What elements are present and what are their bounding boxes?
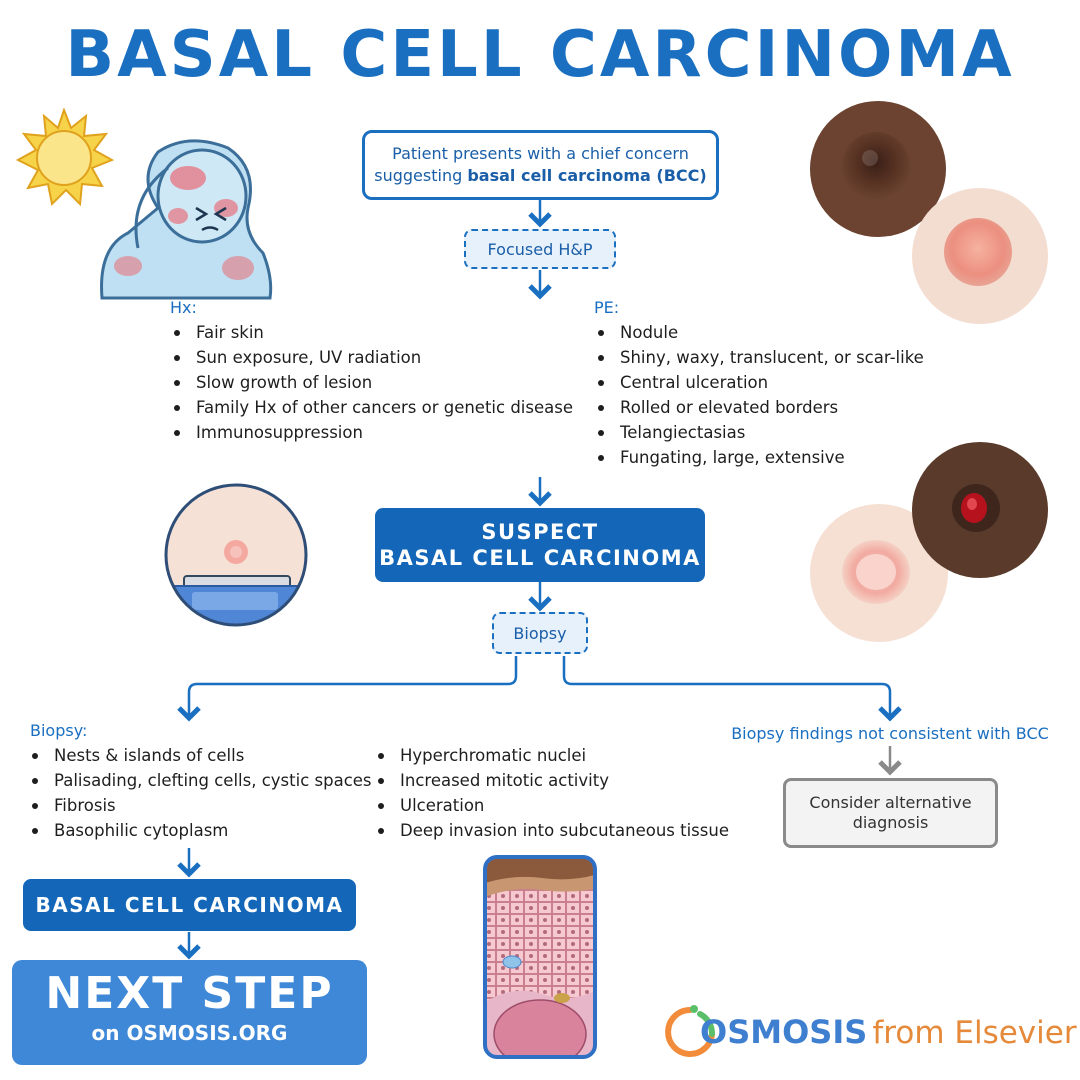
osmosis-logo: OSMOSIS from Elsevier — [700, 1013, 1077, 1051]
list-item: Deep invasion into subcutaneous tissue — [374, 818, 729, 843]
biopsy-heading: Biopsy: — [30, 721, 88, 740]
list-item: Slow growth of lesion — [170, 370, 573, 395]
skin-lesion-icon — [912, 442, 1048, 578]
list-item: Telangiectasias — [594, 420, 924, 445]
list-item: Hyperchromatic nuclei — [374, 743, 729, 768]
alt-dx-line1: Consider alternative — [809, 793, 972, 812]
lesion-magnifier-icon — [164, 483, 308, 627]
list-item: Sun exposure, UV radiation — [170, 345, 573, 370]
chief-concern-line1: Patient presents with a chief concern — [392, 143, 689, 163]
list-item: Palisading, clefting cells, cystic space… — [28, 768, 372, 793]
skin-lesion-icon — [810, 504, 948, 642]
not-consistent-label: Biopsy findings not consistent with BCC — [731, 724, 1049, 743]
logo-suffix: from Elsevier — [872, 1015, 1077, 1051]
list-item: Nests & islands of cells — [28, 743, 372, 768]
focused-hp-box: Focused H&P — [464, 229, 616, 269]
list-item: Central ulceration — [594, 370, 924, 395]
alt-dx-line2: diagnosis — [852, 813, 929, 832]
list-item: Fungating, large, extensive — [594, 445, 924, 470]
suspect-line2: BASAL CELL CARCINOMA — [379, 546, 701, 570]
skin-lesion-icon — [810, 101, 946, 237]
pe-heading: PE: — [594, 298, 620, 317]
next-step-button[interactable]: NEXT STEP on OSMOSIS.ORG — [12, 960, 367, 1065]
hx-list: Fair skin Sun exposure, UV radiation Slo… — [170, 320, 573, 445]
chief-concern-line2: suggesting basal cell carcinoma (BCC) — [374, 166, 707, 185]
list-item: Immunosuppression — [170, 420, 573, 445]
list-item: Fair skin — [170, 320, 573, 345]
list-item: Family Hx of other cancers or genetic di… — [170, 395, 573, 420]
biopsy-findings-list-1: Nests & islands of cells Palisading, cle… — [28, 743, 372, 843]
list-item: Rolled or elevated borders — [594, 395, 924, 420]
list-item: Nodule — [594, 320, 924, 345]
chief-concern-bold: basal cell carcinoma (BCC) — [467, 166, 707, 185]
biopsy-box: Biopsy — [492, 612, 588, 654]
next-step-title: NEXT STEP — [45, 968, 334, 1019]
chief-concern-box: Patient presents with a chief concern su… — [362, 130, 719, 200]
list-item: Shiny, waxy, translucent, or scar-like — [594, 345, 924, 370]
logo-brand: OSMOSIS — [700, 1013, 868, 1051]
diagnosis-box: BASAL CELL CARCINOMA — [23, 879, 356, 931]
sun-icon — [15, 108, 114, 207]
skin-lesion-icon — [912, 188, 1048, 324]
list-item: Ulceration — [374, 793, 729, 818]
histology-icon — [483, 855, 597, 1059]
sunburned-person-icon — [100, 139, 273, 300]
list-item: Fibrosis — [28, 793, 372, 818]
pe-list: Nodule Shiny, waxy, translucent, or scar… — [594, 320, 924, 470]
list-item: Basophilic cytoplasm — [28, 818, 372, 843]
list-item: Increased mitotic activity — [374, 768, 729, 793]
biopsy-findings-list-2: Hyperchromatic nuclei Increased mitotic … — [374, 743, 729, 843]
suspect-line1: SUSPECT — [481, 520, 599, 544]
page-title: BASAL CELL CARCINOMA — [65, 18, 1015, 92]
suspect-bcc-box: SUSPECT BASAL CELL CARCINOMA — [375, 508, 705, 582]
next-step-sub: on OSMOSIS.ORG — [91, 1021, 288, 1045]
hx-heading: Hx: — [170, 298, 197, 317]
osmosis-logo-icon — [665, 1005, 715, 1057]
alternative-diagnosis-box: Consider alternative diagnosis — [783, 778, 998, 848]
